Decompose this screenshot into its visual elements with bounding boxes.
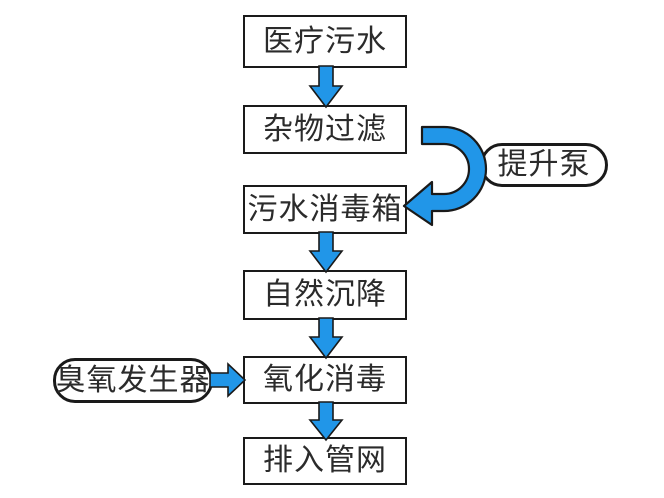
node-label-medical-wastewater: 医疗污水 — [263, 23, 387, 59]
arrow-tank-to-settling — [308, 231, 344, 274]
node-oxidative-disinfection[interactable]: 氧化消毒 — [243, 356, 407, 404]
node-label-disinfection-tank: 污水消毒箱 — [247, 191, 403, 227]
node-label-lift-pump: 提升泵 — [497, 147, 591, 182]
node-ozone-generator[interactable]: 臭氧发生器 — [53, 358, 213, 403]
node-lift-pump[interactable]: 提升泵 — [480, 143, 608, 187]
node-label-oxidative-disinfection: 氧化消毒 — [263, 362, 387, 397]
node-label-ozone-generator: 臭氧发生器 — [55, 362, 211, 398]
arrow-ozone-to-oxidation — [209, 362, 247, 398]
node-natural-settling[interactable]: 自然沉降 — [243, 270, 407, 320]
node-label-natural-settling: 自然沉降 — [263, 277, 387, 312]
arrow-settling-to-oxidation — [308, 317, 344, 360]
node-disinfection-tank[interactable]: 污水消毒箱 — [243, 185, 407, 234]
node-label-discharge-to-pipe-network: 排入管网 — [263, 443, 387, 478]
node-label-debris-filtration: 杂物过滤 — [263, 111, 387, 147]
node-medical-wastewater[interactable]: 医疗污水 — [243, 15, 407, 68]
arrow-filtration-to-tank-u-turn — [402, 125, 488, 227]
node-debris-filtration[interactable]: 杂物过滤 — [243, 105, 407, 154]
node-discharge-to-pipe-network[interactable]: 排入管网 — [243, 437, 407, 485]
arrow-oxidation-to-discharge — [308, 401, 344, 442]
arrow-wastewater-to-filtration — [308, 65, 344, 109]
